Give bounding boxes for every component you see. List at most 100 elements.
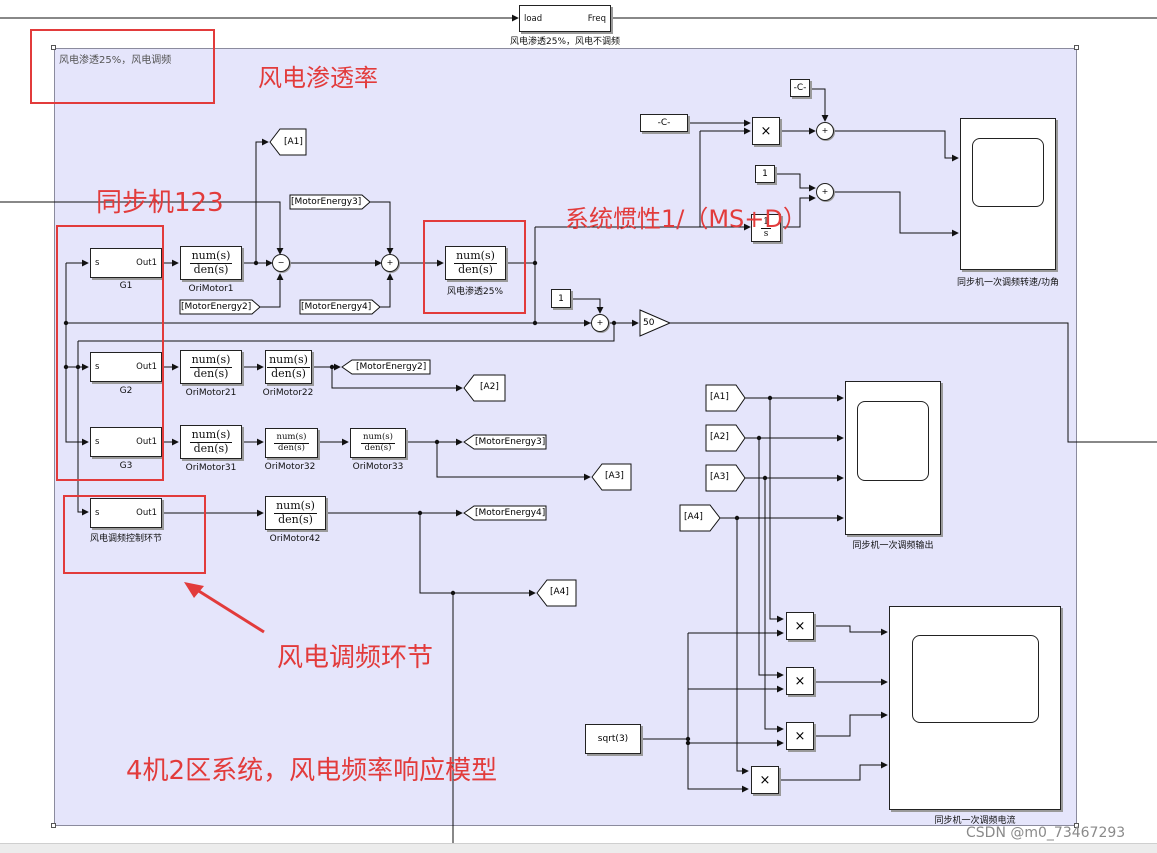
gain-value: 50 [643,318,655,328]
orimotor32-block[interactable]: num(s) den(s) [265,428,318,458]
g2-out-port: Out1 [136,362,157,372]
product-block-5[interactable]: × [751,766,779,794]
tag-a1-text: [A1] [284,137,303,147]
constant-one-top[interactable]: 1 [755,165,775,183]
g3-in-port: s [95,437,100,447]
tf-num: num(s) [189,248,233,264]
goto-tag-a3 [591,463,632,491]
sum-block-5[interactable]: + [816,183,834,201]
goto-tag-a1 [269,128,307,156]
g2-block[interactable]: s Out1 [90,352,162,382]
resize-handle-bl[interactable] [51,823,56,828]
from-a2-text: [A2] [710,432,729,442]
annotation-box-wind-penetration [30,29,215,104]
subsystem-title: 风电渗透25%，风电调频 [59,55,172,66]
scope-screen [857,401,929,481]
g3-block[interactable]: s Out1 [90,427,162,457]
g1-block[interactable]: s Out1 [90,248,162,278]
orimotor1-block[interactable]: num(s) den(s) [180,246,242,280]
tf-num: num(s) [360,431,395,444]
constant-c[interactable]: -C- [640,114,688,132]
from-tag-a4 [679,504,721,532]
scope-output[interactable] [845,381,941,535]
sum-block-4[interactable]: + [816,122,834,140]
integrator-block[interactable]: 1 s [751,214,781,242]
product-symbol: × [760,123,772,139]
product-symbol: × [794,728,806,744]
annotation-box-wind-fm [63,495,206,574]
annotation-arrow [184,582,265,634]
orimotor31-label: OriMotor31 [185,463,237,473]
product-symbol: × [794,673,806,689]
product-symbol: × [759,772,771,788]
orimotor32-label: OriMotor32 [264,462,316,472]
goto-tag-a4 [536,579,577,607]
tf-den: den(s) [364,442,392,453]
orimotor33-block[interactable]: num(s) den(s) [350,428,406,458]
tag-me3-text: [MotorEnergy3] [291,197,362,207]
wind-fm-control-label: 风电调频控制环节 [89,534,163,544]
g3-label: G3 [119,461,133,471]
tag-a3-text: [A3] [605,471,624,481]
orimotor33-label: OriMotor33 [352,462,404,472]
wind-fm-control-block[interactable]: s Out1 [90,498,162,528]
product-block-1[interactable]: × [752,117,780,145]
g1-out-port: Out1 [136,258,157,268]
scope-current-label: 同步机一次调频电流 [934,816,1016,826]
orimotor21-block[interactable]: num(s) den(s) [180,350,242,384]
tf-num: num(s) [274,431,309,444]
constant-sqrt3[interactable]: sqrt(3) [585,724,641,754]
annotation-model-title: 4机2区系统，风电频率响应模型 [126,756,498,786]
from-tag-a3 [705,464,746,492]
from-tag-a1 [705,384,746,412]
orimotor22-block[interactable]: num(s) den(s) [265,350,312,384]
product-block-4[interactable]: × [786,722,814,750]
orimotor42-block[interactable]: num(s) den(s) [265,496,326,530]
sum-block-2[interactable]: + [381,254,399,272]
constant-one[interactable]: 1 [551,289,571,308]
tf-den: den(s) [193,262,229,276]
annotation-box-wind-tf [423,220,526,314]
goto-tag-me4b [463,505,547,521]
sum-block-3[interactable]: + [591,314,609,332]
sum-sign: + [821,126,829,135]
tag-me3b-text: [MotorEnergy3] [475,437,546,447]
tag-me4b-text: [MotorEnergy4] [475,508,546,518]
resize-handle-tl[interactable] [51,45,56,50]
resize-handle-br[interactable] [1074,823,1079,828]
annotation-sync-machines: 同步机123 [96,188,224,218]
top-subsystem-block[interactable]: load Freq [519,5,611,32]
tag-me4-text: [MotorEnergy4] [301,302,372,312]
from-a3-text: [A3] [710,472,729,482]
tag-me2-text: [MotorEnergy2] [181,302,252,312]
tag-a2-text: [A2] [480,382,499,392]
sum-sign: + [596,318,604,327]
product-block-3[interactable]: × [786,667,814,695]
top-block-caption: 风电渗透25%，风电不调频 [509,37,621,47]
goto-tag-me3b [463,434,547,450]
tf-den: den(s) [193,441,229,455]
resize-handle-tr[interactable] [1074,45,1079,50]
tag-me2b-text: [MotorEnergy2] [356,362,427,372]
scope-speed[interactable] [960,118,1056,270]
scope-current[interactable] [889,606,1061,810]
goto-tag-me2b [341,359,431,375]
gain-triangle [639,309,672,337]
wind25-tf-block[interactable]: num(s) den(s) [445,246,506,280]
orimotor31-block[interactable]: num(s) den(s) [180,425,242,459]
tf-num: num(s) [274,498,317,514]
goto-tag-me3 [289,194,371,210]
tf-den: den(s) [458,262,493,276]
goto-tag-me4 [299,299,381,315]
tf-num: num(s) [189,352,233,368]
sum-sign: + [821,187,829,196]
g3-out-port: Out1 [136,437,157,447]
tf-num: num(s) [189,427,233,443]
tf-num: num(s) [267,352,310,368]
product-block-2[interactable]: × [786,612,814,640]
scope-screen [912,635,1039,723]
constant-c-top[interactable]: -C- [790,79,810,97]
horizontal-scrollbar[interactable] [0,843,1157,853]
sum-block-1[interactable]: − [272,254,290,272]
